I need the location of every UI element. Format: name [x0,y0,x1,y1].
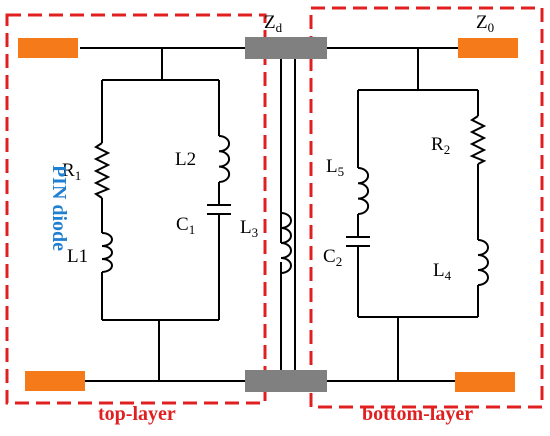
r2-label: R2 [431,134,450,157]
port-icon [18,38,78,58]
top-layer-label: top-layer [98,403,176,425]
capacitor-icon [207,204,231,215]
inductor-icon [477,239,489,286]
c1-label: C1 [176,214,195,237]
pin-diode-label: PIN diode [48,165,70,251]
inductor-icon [357,167,370,215]
bottom-layer-frame [309,6,544,409]
inductor-icon [101,232,113,273]
z0-label: Z0 [476,12,494,35]
c2-label: C2 [323,246,342,269]
bottom-layer-label: bottom-layer [362,403,473,425]
inductor-icon [218,135,231,183]
l3-label: L3 [240,217,258,240]
inductor-icon [280,212,292,274]
port-icon [458,38,518,58]
via-pad-top [245,37,327,59]
port-icon [25,371,85,391]
top-layer-frame [5,13,267,405]
resistor-icon [93,142,111,199]
zd-label: Zd [264,12,283,35]
port-icon [455,372,515,392]
wires [80,47,479,382]
resistor-icon [469,115,487,165]
l4-label: L4 [433,260,452,283]
r1-label: R1 [62,160,81,183]
capacitor-icon [346,236,370,247]
via-pad-bottom [245,370,327,392]
l1-label: L1 [67,246,88,267]
l2-label: L2 [175,149,196,170]
l5-label: L5 [326,156,344,179]
